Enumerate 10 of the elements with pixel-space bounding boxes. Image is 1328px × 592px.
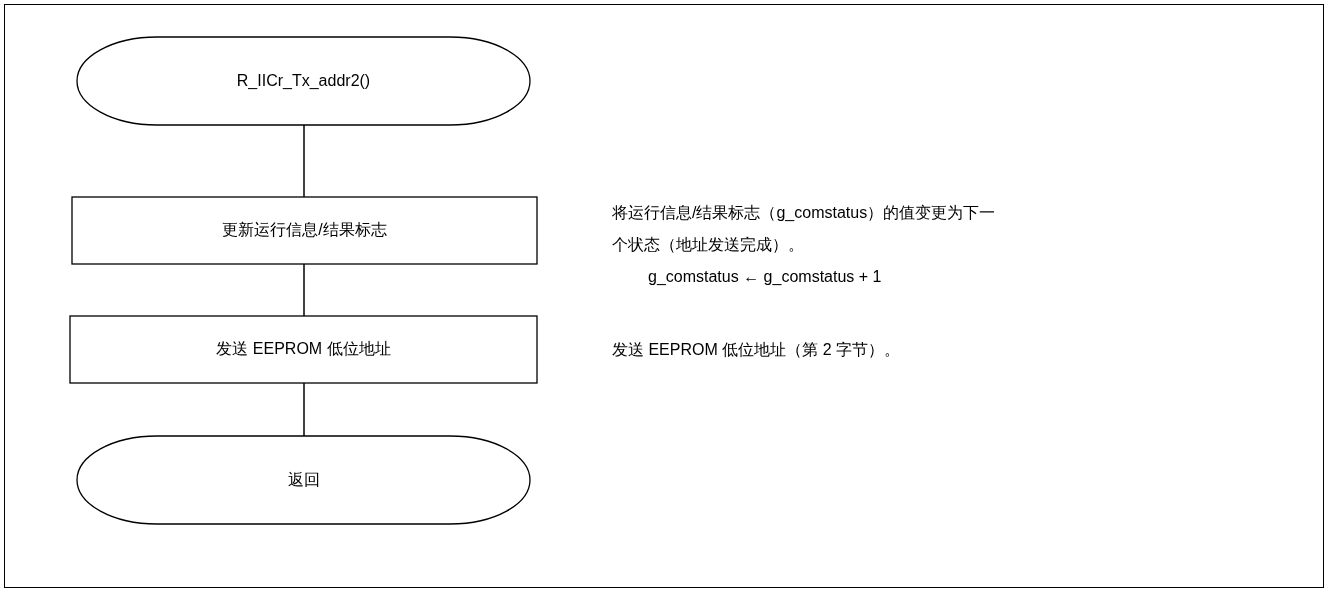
note-text: 发送 EEPROM 低位地址（第 2 字节）。: [612, 340, 902, 360]
connector-line: [303, 263, 305, 317]
terminal-shape: 返回: [77, 436, 530, 524]
connector-line: [303, 124, 305, 198]
note-text: g_comstatus ← g_comstatus + 1: [648, 267, 883, 287]
terminal-shape: R_IICr_Tx_addr2(): [77, 37, 530, 125]
process-box: 发送 EEPROM 低位地址: [70, 316, 537, 383]
note-text: 将运行信息/结果标志（g_comstatus）的值变更为下一个状态（地址发送完成）。: [612, 203, 997, 255]
process-box: 更新运行信息/结果标志: [72, 197, 537, 264]
connector-line: [303, 382, 305, 437]
